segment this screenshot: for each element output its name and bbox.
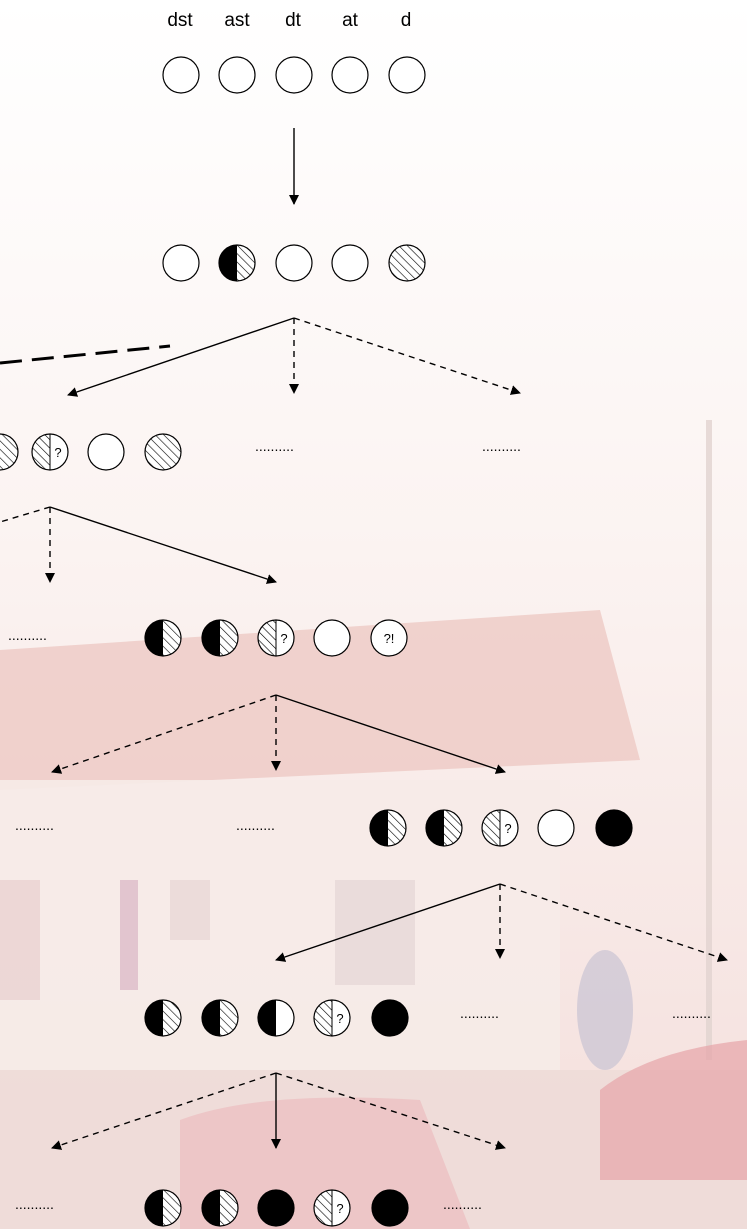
level-0-circle-5-empty	[388, 56, 426, 94]
level-3-circle-2-half-black-hatched	[201, 619, 239, 657]
level-4-circle-1-half-black-hatched	[369, 809, 407, 847]
level-4-circle-3-hatched-question: ?	[481, 809, 519, 847]
arrow-2	[67, 317, 295, 397]
level-2-circle-4-hatched	[144, 433, 182, 471]
placeholder-dots-2: ..........	[482, 438, 521, 454]
level-4-circle-5-black	[595, 809, 633, 847]
column-label-d: d	[400, 10, 412, 31]
level-5-circle-1-half-black-hatched	[144, 999, 182, 1037]
level-0-circle-2-empty	[218, 56, 256, 94]
level-3-circle-5-question-exclaim: ?!	[370, 619, 408, 657]
level-0-circle-1-empty	[162, 56, 200, 94]
arrow-17	[275, 1072, 506, 1150]
placeholder-dots-6: ..........	[460, 1005, 499, 1021]
level-4-circle-2-half-black-hatched	[425, 809, 463, 847]
arrow-11	[275, 694, 506, 774]
column-label-at: at	[342, 10, 358, 31]
level-4-circle-4-empty	[537, 809, 575, 847]
level-0-circle-3-empty	[275, 56, 313, 94]
column-label-dt: dt	[285, 10, 301, 31]
circles-layer: ???!???	[0, 56, 633, 1227]
arrow-12	[275, 883, 501, 962]
level-1-circle-2-half-black-hatched	[218, 244, 256, 282]
level-6-circle-1-half-black-hatched	[144, 1189, 182, 1227]
question-exclaim-text: ?!	[384, 631, 395, 646]
question-mark-text: ?	[336, 1201, 343, 1216]
arrow-5	[0, 344, 171, 365]
arrow-15	[51, 1072, 277, 1150]
level-2-circle-3-empty	[87, 433, 125, 471]
placeholder-dots-4: ..........	[15, 817, 54, 833]
question-mark-text: ?	[280, 631, 287, 646]
level-3-circle-1-half-black-hatched	[144, 619, 182, 657]
arrows-layer	[0, 128, 728, 1150]
level-3-circle-3-hatched-question: ?	[257, 619, 295, 657]
arrow-6	[0, 506, 51, 523]
question-mark-text: ?	[504, 821, 511, 836]
arrow-8	[49, 506, 277, 584]
arrow-4	[293, 317, 521, 395]
level-5-circle-2-half-black-hatched	[201, 999, 239, 1037]
question-mark-text: ?	[336, 1011, 343, 1026]
level-2-circle-2-hatched-question: ?	[31, 433, 69, 471]
level-2-circle-1-hatched	[0, 433, 19, 471]
level-5-circle-4-hatched-question: ?	[313, 999, 351, 1037]
level-6-circle-5-black	[371, 1189, 409, 1227]
arrow-14	[499, 883, 728, 962]
level-3-circle-4-empty	[313, 619, 351, 657]
level-1-circle-1-empty	[162, 244, 200, 282]
placeholder-dots-layer: ........................................…	[8, 438, 711, 1212]
question-mark-text: ?	[54, 445, 61, 460]
level-6-circle-4-hatched-question: ?	[313, 1189, 351, 1227]
column-label-dst: dst	[167, 10, 193, 31]
level-1-circle-3-empty	[275, 244, 313, 282]
arrow-9	[51, 694, 277, 774]
placeholder-dots-1: ..........	[255, 438, 294, 454]
level-6-circle-2-half-black-hatched	[201, 1189, 239, 1227]
column-label-ast: ast	[224, 10, 250, 31]
level-1-circle-5-hatched	[388, 244, 426, 282]
level-6-circle-3-black	[257, 1189, 295, 1227]
level-1-circle-4-empty	[331, 244, 369, 282]
level-0-circle-4-empty	[331, 56, 369, 94]
level-5-circle-3-half-black	[257, 999, 295, 1037]
placeholder-dots-3: ..........	[8, 627, 47, 643]
placeholder-dots-7: ..........	[672, 1005, 711, 1021]
placeholder-dots-9: ..........	[443, 1196, 482, 1212]
placeholder-dots-5: ..........	[236, 817, 275, 833]
level-5-circle-5-black	[371, 999, 409, 1037]
placeholder-dots-8: ..........	[15, 1196, 54, 1212]
